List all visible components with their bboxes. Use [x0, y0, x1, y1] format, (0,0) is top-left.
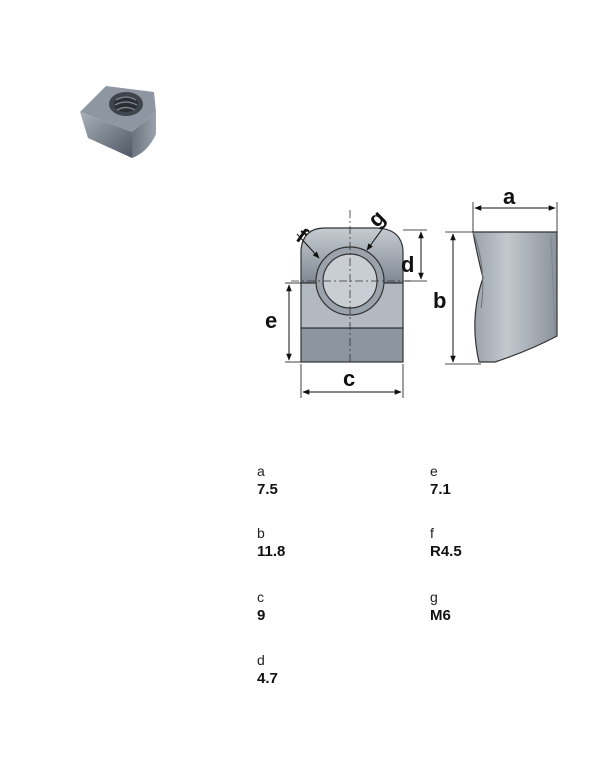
dim-label-b: b — [433, 288, 446, 313]
spec-key: e — [430, 463, 438, 479]
spec-f: f R4.5 — [430, 524, 462, 562]
dim-label-d: d — [401, 252, 414, 277]
spec-value: M6 — [430, 607, 451, 624]
spec-value: 7.1 — [430, 481, 451, 498]
technical-drawing: a b c d e f g — [265, 188, 558, 398]
spec-g: g M6 — [430, 588, 451, 626]
spec-value: 7.5 — [257, 481, 278, 498]
spec-a: a 7.5 — [257, 462, 278, 500]
spec-c: c 9 — [257, 588, 265, 626]
spec-e: e 7.1 — [430, 462, 451, 500]
front-view — [291, 210, 411, 364]
side-view — [472, 231, 558, 363]
product-thumbnail — [80, 86, 156, 158]
spec-b: b 11.8 — [257, 524, 285, 562]
dim-label-c: c — [343, 366, 355, 391]
spec-key: g — [430, 589, 438, 605]
spec-d: d 4.7 — [257, 651, 278, 689]
spec-key: d — [257, 652, 265, 668]
spec-key: b — [257, 525, 265, 541]
dim-label-e: e — [265, 308, 277, 333]
dim-label-a: a — [503, 188, 516, 209]
spec-value: 4.7 — [257, 670, 278, 687]
spec-key: a — [257, 463, 265, 479]
spec-value: 11.8 — [257, 543, 286, 560]
spec-value: R4.5 — [430, 543, 462, 560]
spec-key: c — [257, 589, 264, 605]
spec-value: 9 — [257, 607, 266, 624]
spec-key: f — [430, 525, 434, 541]
